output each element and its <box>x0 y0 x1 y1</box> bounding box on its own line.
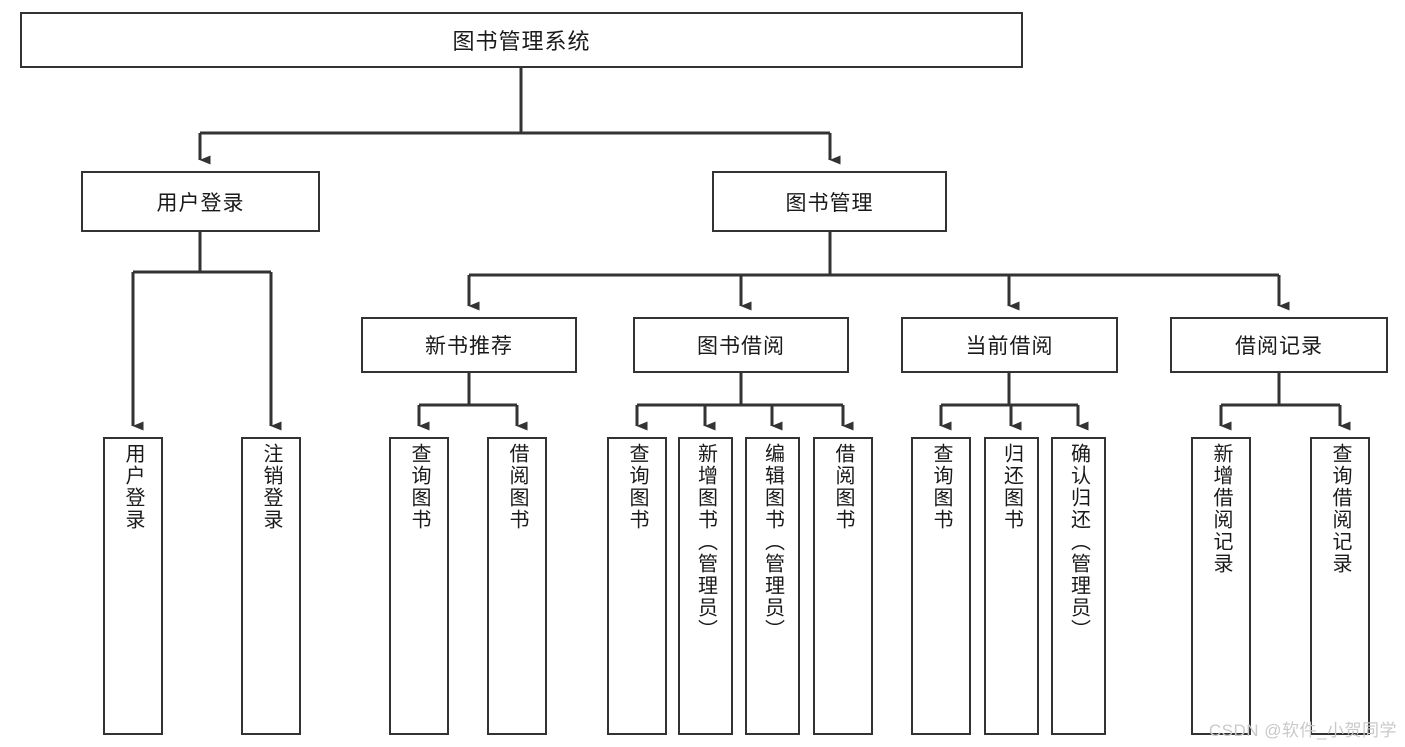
csdn-watermark: CSDN @软件_小贺同学 <box>1208 721 1397 740</box>
leaf-return-book-label: 归还图书 <box>1000 443 1023 531</box>
leaf-add-book-admin-label: 新增图书（管理员） <box>694 443 717 641</box>
node-book-management[interactable]: 图书管理 <box>712 171 947 232</box>
node-user-login[interactable]: 用户登录 <box>81 171 320 232</box>
node-user-login-label: 用户登录 <box>156 191 245 215</box>
leaf-borrow-book-label: 借阅图书 <box>832 443 854 531</box>
node-current-borrow-label: 当前借阅 <box>965 335 1054 358</box>
leaf-new-book-borrow[interactable]: 借阅图书 <box>487 437 547 735</box>
leaf-add-book-admin[interactable]: 新增图书（管理员） <box>678 437 733 735</box>
leaf-new-book-query-label: 查询图书 <box>408 443 430 531</box>
leaf-borrow-book[interactable]: 借阅图书 <box>813 437 873 735</box>
leaf-user-login[interactable]: 用户登录 <box>103 437 163 735</box>
node-root-system[interactable]: 图书管理系统 <box>20 12 1023 68</box>
node-book-borrow-label: 图书借阅 <box>697 335 785 358</box>
leaf-confirm-return-admin-label: 确认归还（管理员） <box>1067 443 1090 641</box>
leaf-current-query-book[interactable]: 查询图书 <box>911 437 971 735</box>
leaf-add-borrow-record[interactable]: 新增借阅记录 <box>1191 437 1251 735</box>
node-book-management-label: 图书管理 <box>785 191 874 215</box>
leaf-edit-book-admin-label: 编辑图书（管理员） <box>761 443 784 641</box>
leaf-user-logout[interactable]: 注销登录 <box>241 437 301 735</box>
leaf-new-book-query[interactable]: 查询图书 <box>389 437 449 735</box>
node-borrow-record[interactable]: 借阅记录 <box>1170 317 1388 373</box>
node-current-borrow[interactable]: 当前借阅 <box>901 317 1118 373</box>
node-root-label: 图书管理系统 <box>452 29 591 54</box>
leaf-add-borrow-record-label: 新增借阅记录 <box>1210 443 1232 575</box>
leaf-return-book[interactable]: 归还图书 <box>984 437 1039 735</box>
node-book-borrow[interactable]: 图书借阅 <box>633 317 849 373</box>
node-borrow-record-label: 借阅记录 <box>1235 335 1323 358</box>
leaf-query-borrow-record[interactable]: 查询借阅记录 <box>1310 437 1370 735</box>
leaf-borrow-query-book-label: 查询图书 <box>626 443 648 531</box>
leaf-new-book-borrow-label: 借阅图书 <box>506 443 528 531</box>
leaf-user-login-label: 用户登录 <box>122 443 144 531</box>
leaf-user-logout-label: 注销登录 <box>260 443 282 531</box>
leaf-current-query-book-label: 查询图书 <box>930 443 952 531</box>
leaf-edit-book-admin[interactable]: 编辑图书（管理员） <box>745 437 800 735</box>
node-new-book-recommend-label: 新书推荐 <box>425 335 513 358</box>
leaf-confirm-return-admin[interactable]: 确认归还（管理员） <box>1051 437 1106 735</box>
leaf-borrow-query-book[interactable]: 查询图书 <box>607 437 667 735</box>
node-new-book-recommend[interactable]: 新书推荐 <box>361 317 577 373</box>
leaf-query-borrow-record-label: 查询借阅记录 <box>1329 443 1351 575</box>
